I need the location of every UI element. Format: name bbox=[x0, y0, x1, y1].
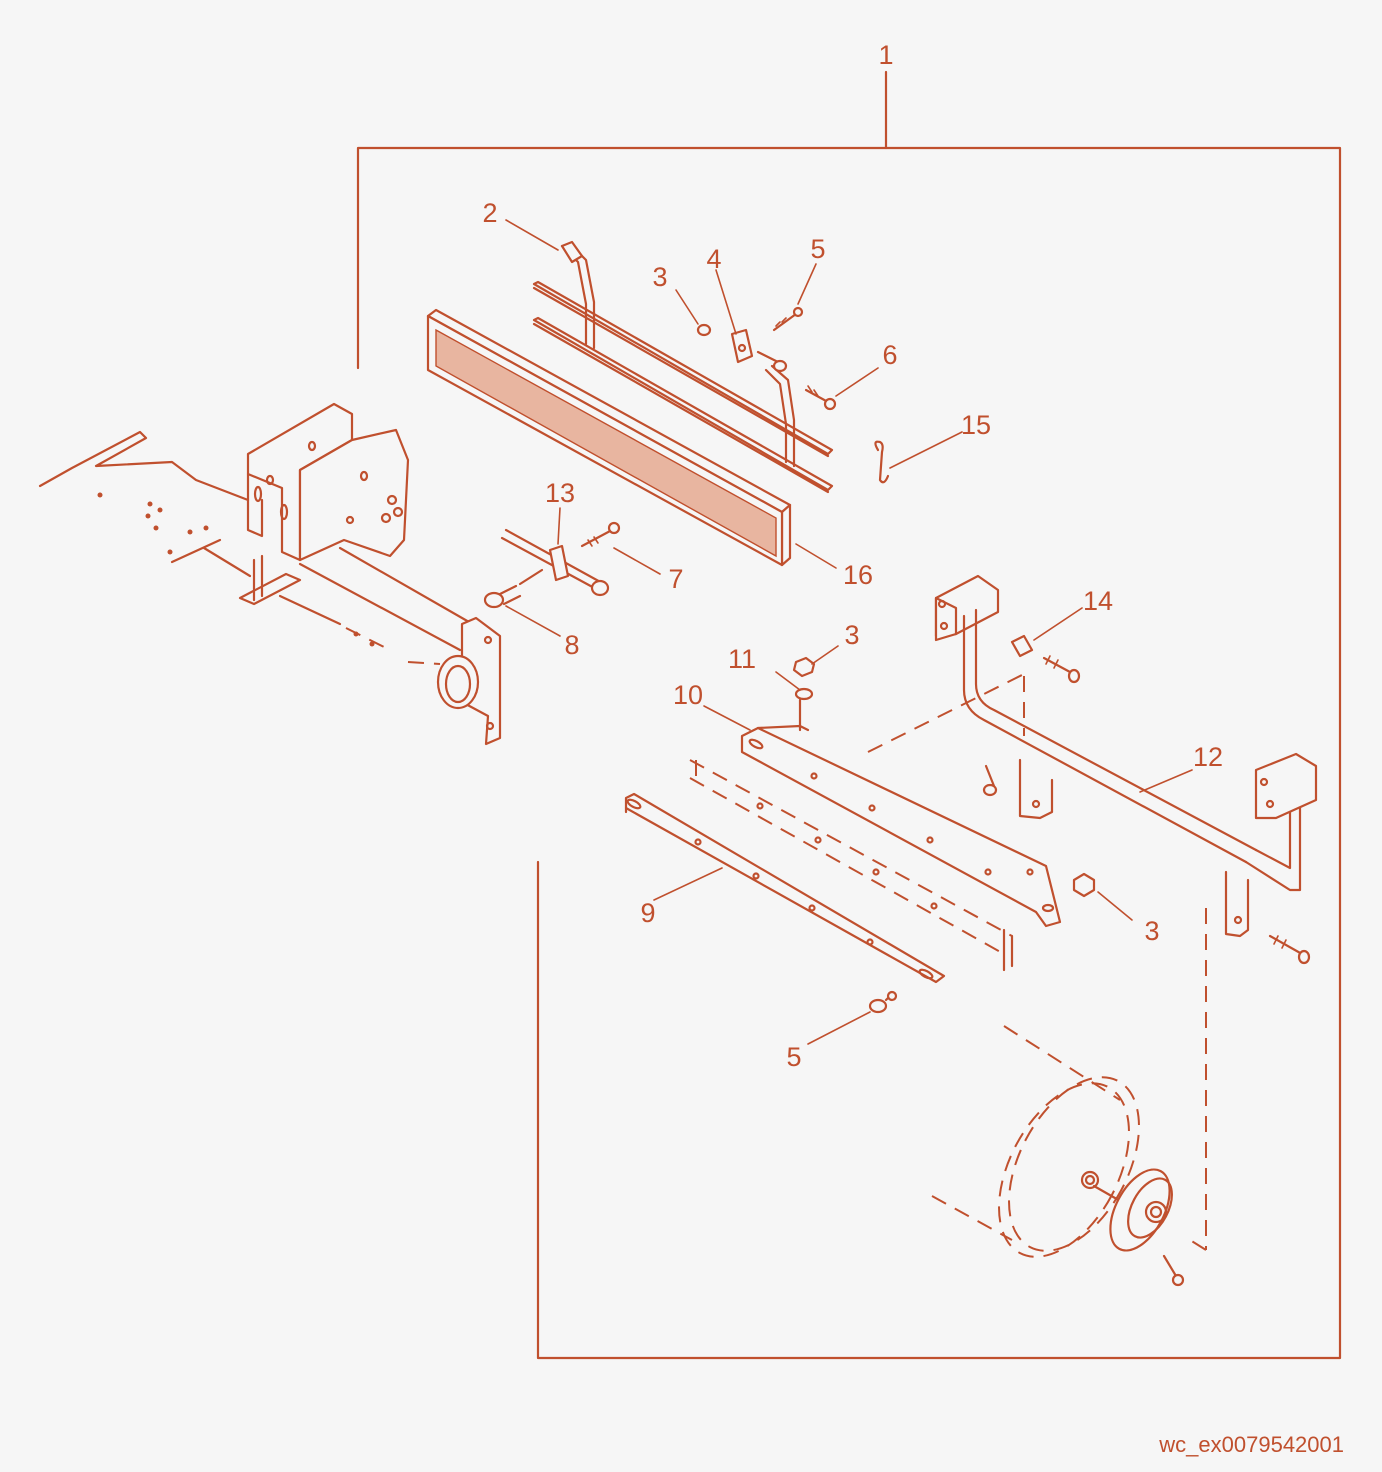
assembly-boundary bbox=[356, 70, 1342, 1360]
callout-9: 9 bbox=[640, 898, 655, 928]
callout-5-upper: 5 bbox=[810, 234, 825, 264]
callout-12: 12 bbox=[1193, 742, 1223, 772]
callout-6: 6 bbox=[882, 340, 897, 370]
callout-14: 14 bbox=[1083, 586, 1113, 616]
rod-clamp-assembly bbox=[483, 521, 621, 609]
callout-3-lower: 3 bbox=[1144, 916, 1159, 946]
callout-13: 13 bbox=[545, 478, 575, 508]
callout-10: 10 bbox=[673, 680, 703, 710]
leader-lines bbox=[505, 219, 1193, 1045]
frame-end-assembly bbox=[38, 402, 502, 746]
callout-7: 7 bbox=[668, 564, 683, 594]
drawing-id: wc_ex0079542001 bbox=[1159, 1432, 1344, 1457]
callout-3-upper: 3 bbox=[652, 262, 667, 292]
frame-bracket bbox=[867, 574, 1318, 1251]
reflector-mount-bracket bbox=[532, 240, 834, 494]
callout-15: 15 bbox=[961, 410, 991, 440]
callout-11: 11 bbox=[728, 644, 756, 674]
clamp-and-fasteners bbox=[696, 306, 837, 411]
callout-1: 1 bbox=[878, 40, 893, 70]
wheel-hub-assembly bbox=[931, 1025, 1185, 1287]
callout-labels: 1 2 3 4 5 6 15 13 7 16 8 14 3 11 10 12 9… bbox=[482, 40, 1223, 1072]
callout-2: 2 bbox=[482, 198, 497, 228]
mounting-plates bbox=[624, 656, 1096, 1014]
callout-8: 8 bbox=[564, 630, 579, 660]
reflector-bar bbox=[426, 308, 792, 567]
callout-16: 16 bbox=[843, 560, 873, 590]
callout-5-lower: 5 bbox=[786, 1042, 801, 1072]
callout-3-middle: 3 bbox=[844, 620, 859, 650]
hook-clip bbox=[874, 440, 890, 484]
callout-4: 4 bbox=[706, 244, 721, 274]
